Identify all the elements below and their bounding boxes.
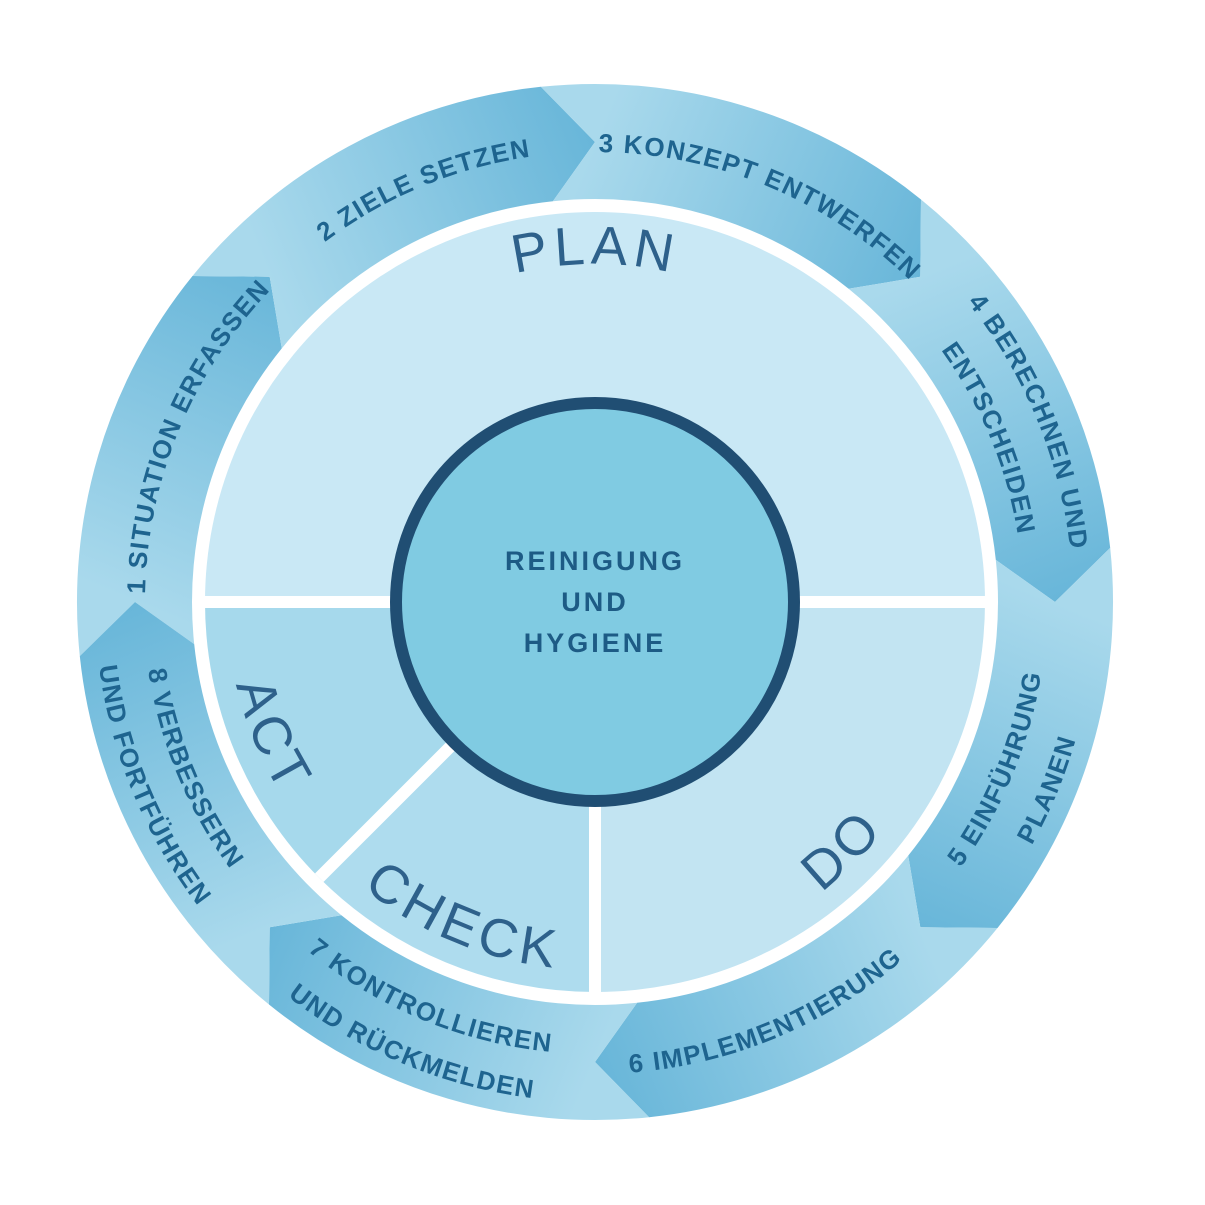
outer-ring [76,83,1114,1121]
outer-segment-6 [595,855,998,1118]
center-label: REINIGUNG UND HYGIENE [505,546,685,658]
outer-segment-1 [76,276,282,657]
center-label-line-2: UND [561,587,629,617]
outer-segment-7 [269,915,650,1121]
center-circle [390,397,800,807]
outer-segment-3 [540,83,921,289]
center-label-line-3: HYGIENE [524,628,667,658]
outer-segment-8 [79,602,342,1005]
quadrant-label-plan: PLAN [507,215,684,284]
outer-segment-2 [192,86,595,349]
outer-segment-4 [848,199,1111,602]
outer-segment-5 [908,547,1114,928]
center-label-line-1: REINIGUNG [505,546,685,576]
